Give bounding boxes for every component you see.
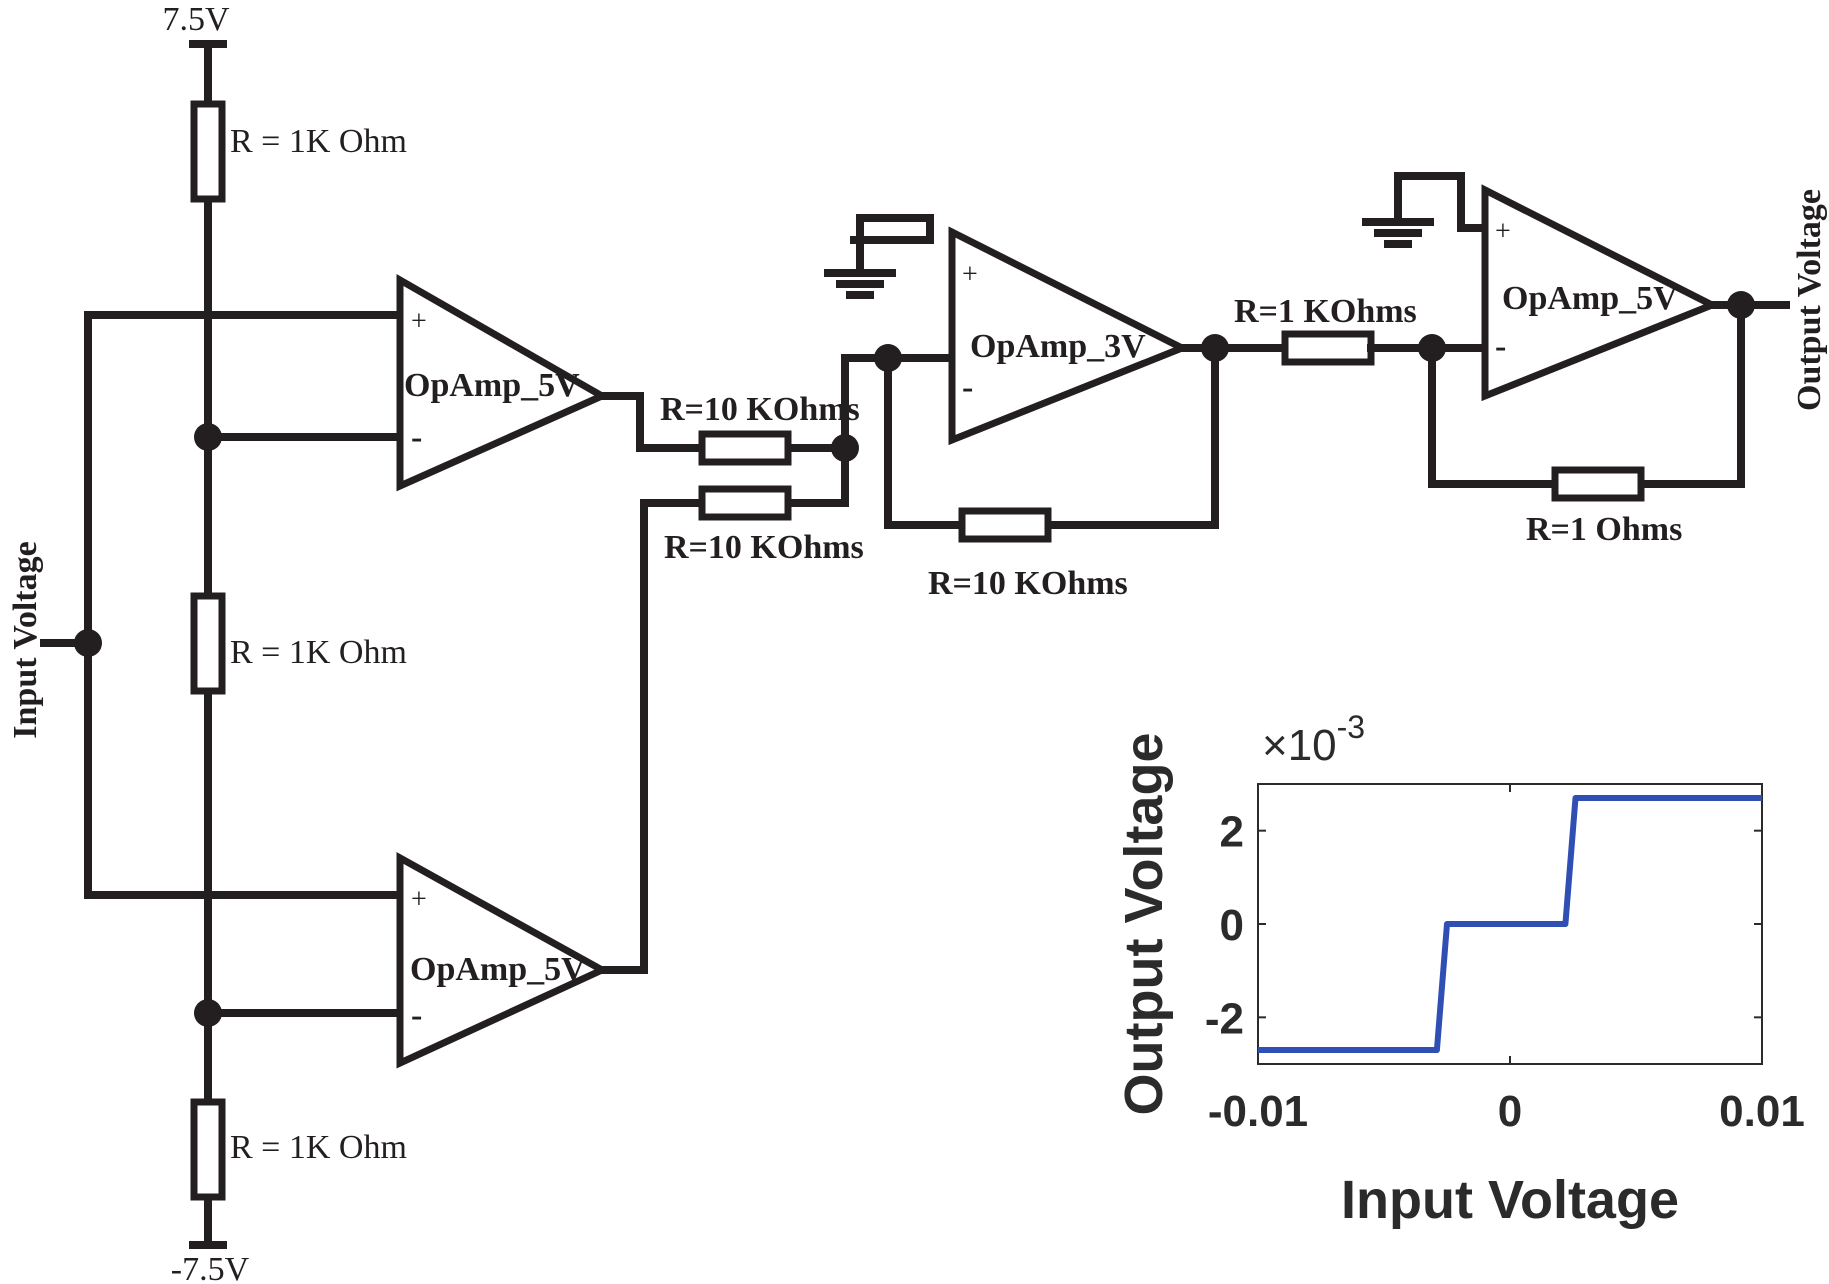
resistor-top xyxy=(190,100,226,203)
plot-x-tick-label: -0.01 xyxy=(1208,1087,1308,1136)
output-voltage-label: Output Voltage xyxy=(1791,189,1828,411)
resistor-sum-2 xyxy=(698,485,792,521)
wire-output-ground xyxy=(1394,172,1489,232)
wire-comp-bot-out xyxy=(598,444,849,974)
resistor-summer-feedback xyxy=(958,507,1052,543)
opamp-output-body xyxy=(1481,184,1721,402)
plot-y-ticks: -2 0 2 xyxy=(1205,808,1762,1043)
resistor-output-feedback xyxy=(1551,466,1645,502)
resistor-sum-1 xyxy=(698,430,792,466)
wire-summer-ground xyxy=(850,214,934,277)
plot-y-tick-label: 0 xyxy=(1220,901,1244,950)
opamp-output-minus: - xyxy=(1495,328,1506,365)
junction-input xyxy=(74,629,102,657)
junction-summer-out xyxy=(1201,334,1229,362)
opamp-summer-plus: + xyxy=(962,259,978,290)
opamp-comparator-bottom-body xyxy=(396,852,610,1069)
resistor-output-input xyxy=(1281,330,1375,366)
opamp-comparator-top-label: OpAmp_5V xyxy=(404,367,580,404)
summing-network xyxy=(598,344,1219,974)
resistor-output-input-label: R=1 KOhms xyxy=(1234,293,1417,330)
opamp-comparator-bottom-minus: - xyxy=(411,997,422,1034)
opamp-comparator-top-minus: - xyxy=(411,419,422,456)
resistor-mid xyxy=(190,592,226,695)
resistor-sum-2-label: R=10 KOhms xyxy=(664,529,864,566)
plot-y-tick-label: 2 xyxy=(1220,808,1244,857)
output-stage: + - OpAmp_5V xyxy=(1281,172,1790,502)
resistor-output-feedback-label: R=1 Ohms xyxy=(1526,511,1682,548)
plot-x-tick-label: 0.01 xyxy=(1719,1087,1805,1136)
opamp-summer-label: OpAmp_3V xyxy=(970,328,1146,365)
plot-y-multiplier: ×10-3 xyxy=(1262,709,1365,770)
plot-x-ticks: -0.01 0 0.01 xyxy=(1208,784,1805,1136)
input-network xyxy=(40,311,404,1017)
plot-y-tick-label: -2 xyxy=(1205,994,1244,1043)
plot-x-label: Input Voltage xyxy=(1341,1170,1679,1230)
opamp-comparator-bottom-plus: + xyxy=(411,884,427,915)
resistor-summer-feedback-label: R=10 KOhms xyxy=(928,565,1128,602)
opamp-comparator-top-body xyxy=(396,273,610,492)
plot-x-tick-label: 0 xyxy=(1498,1087,1522,1136)
resistor-sum-1-label: R=10 KOhms xyxy=(660,391,860,428)
junction-output xyxy=(1727,291,1755,319)
opamp-output-plus: + xyxy=(1495,216,1511,247)
wire-sum-to-summer xyxy=(841,354,956,452)
opamp-summer-body xyxy=(948,226,1191,446)
plot-y-label: Output Voltage xyxy=(1114,733,1174,1116)
plot-trace xyxy=(1258,795,1762,1053)
ground-symbol-summer xyxy=(824,269,896,299)
opamp-comparator-top-plus: + xyxy=(411,306,427,337)
opamp-comparator-top: + - OpAmp_5V xyxy=(396,273,610,492)
ground-symbol-output xyxy=(1362,218,1434,248)
resistor-mid-label: R = 1K Ohm xyxy=(230,634,407,671)
rail-bottom-label: -7.5V xyxy=(171,1251,250,1284)
resistor-top-label: R = 1K Ohm xyxy=(230,123,407,160)
opamp-summer: + - OpAmp_3V xyxy=(824,214,1289,446)
opamp-summer-minus: - xyxy=(962,369,973,406)
transfer-plot: -0.01 0 0.01 -2 0 2 ×10-3 Input Voltage Outp… xyxy=(1114,709,1805,1230)
opamp-comparator-bottom-label: OpAmp_5V xyxy=(410,951,586,988)
opamp-comparator-bottom: + - OpAmp_5V xyxy=(396,852,610,1069)
resistor-bottom xyxy=(190,1098,226,1201)
plot-y-multiplier-exp: -3 xyxy=(1337,709,1365,745)
opamp-output-label: OpAmp_5V xyxy=(1502,280,1678,317)
input-voltage-label: Input Voltage xyxy=(7,541,44,738)
rail-top-label: 7.5V xyxy=(162,1,230,38)
resistor-bottom-label: R = 1K Ohm xyxy=(230,1129,407,1166)
resistor-ladder xyxy=(189,40,227,1249)
plot-y-multiplier-base: ×10 xyxy=(1262,721,1337,770)
